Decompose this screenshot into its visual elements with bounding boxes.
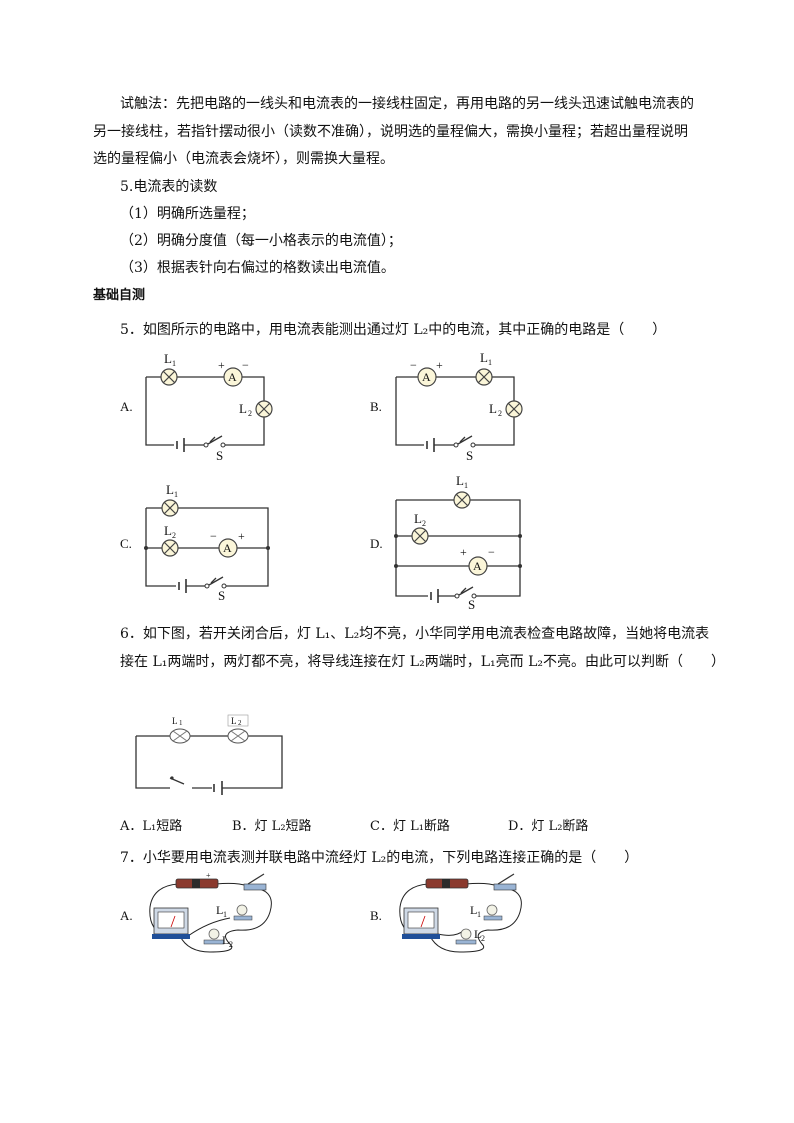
svg-text:L: L bbox=[470, 903, 477, 917]
svg-text:L: L bbox=[231, 716, 237, 726]
svg-text:S: S bbox=[216, 448, 223, 463]
svg-text:−: − bbox=[210, 529, 217, 543]
svg-text:+: + bbox=[436, 358, 443, 372]
svg-text:+: + bbox=[460, 545, 467, 559]
option-d-label: D. bbox=[370, 536, 383, 551]
text-trial-touch-line1: 试触法：先把电路的一线头和电流表的一接线柱固定，再用电路的另一线头迅速试触电流表… bbox=[120, 96, 694, 112]
section-title: 基础自测 bbox=[93, 288, 146, 303]
svg-text:1: 1 bbox=[179, 719, 183, 727]
heading-ammeter-reading: 5.电流表的读数 bbox=[120, 179, 218, 195]
svg-text:−: − bbox=[488, 545, 495, 559]
svg-text:1: 1 bbox=[223, 910, 227, 919]
svg-text:−: − bbox=[242, 358, 249, 372]
question-6-line1: 6．如下图，若开关闭合后，灯 L₁、L₂均不亮，小华同学用电流表检查电路故障，当… bbox=[120, 626, 710, 642]
step-3: （3）根据表针向右偏过的格数读出电流值。 bbox=[120, 260, 395, 276]
option-c-label: C. bbox=[120, 536, 132, 551]
svg-text:1: 1 bbox=[464, 481, 468, 490]
svg-text:L: L bbox=[239, 401, 247, 416]
svg-text:L: L bbox=[456, 473, 464, 488]
option-a-label: A. bbox=[120, 399, 133, 414]
svg-text:2: 2 bbox=[238, 719, 242, 727]
q6-option-a[interactable]: A．L₁短路 bbox=[120, 819, 183, 834]
svg-text:2: 2 bbox=[422, 519, 426, 528]
svg-text:A: A bbox=[223, 541, 232, 555]
question-7: 7．小华要用电流表测并联电路中流经灯 L₂的电流，下列电路连接正确的是（ ） bbox=[120, 850, 639, 866]
svg-text:A: A bbox=[422, 370, 431, 384]
svg-text:2: 2 bbox=[172, 531, 176, 540]
step-1: （1）明确所选量程； bbox=[120, 206, 255, 222]
svg-text:+: + bbox=[218, 358, 225, 372]
svg-text:+: + bbox=[238, 529, 245, 543]
svg-text:L: L bbox=[480, 350, 488, 365]
svg-text:2: 2 bbox=[248, 409, 252, 418]
svg-text:L: L bbox=[164, 351, 172, 366]
svg-text:+: + bbox=[206, 871, 211, 880]
svg-text:2: 2 bbox=[498, 409, 502, 418]
step-2: （2）明确分度值（每一小格表示的电流值）； bbox=[120, 233, 402, 249]
svg-text:1: 1 bbox=[488, 358, 492, 367]
question-5: 5．如图所示的电路中，用电流表能测出通过灯 L₂中的电流，其中正确的电路是（ ） bbox=[120, 322, 667, 338]
q7-option-a-label: A. bbox=[120, 908, 133, 923]
svg-text:1: 1 bbox=[172, 359, 176, 368]
svg-text:2: 2 bbox=[229, 940, 233, 949]
question-6-line2: 接在 L₁两端时，两灯都不亮，将导线连接在灯 L₂两端时，L₁亮而 L₂不亮。由… bbox=[120, 654, 725, 670]
svg-text:1: 1 bbox=[174, 490, 178, 499]
svg-text:L: L bbox=[414, 511, 422, 526]
svg-text:L: L bbox=[474, 927, 481, 941]
svg-text:L: L bbox=[164, 523, 172, 538]
svg-text:L: L bbox=[216, 903, 223, 917]
svg-text:1: 1 bbox=[477, 910, 481, 919]
q6-option-d[interactable]: D．灯 L₂断路 bbox=[508, 819, 589, 834]
svg-text:2: 2 bbox=[481, 934, 485, 943]
svg-text:A: A bbox=[228, 370, 237, 384]
svg-text:S: S bbox=[466, 448, 473, 463]
text-trial-touch-line3: 选的量程偏小（电流表会烧坏），则需换大量程。 bbox=[93, 151, 394, 167]
svg-text:S: S bbox=[468, 597, 475, 612]
svg-text:−: − bbox=[410, 358, 417, 372]
q6-option-b[interactable]: B．灯 L₂短路 bbox=[232, 819, 312, 834]
q7-option-b-label: B. bbox=[370, 908, 382, 923]
svg-text:L: L bbox=[489, 401, 497, 416]
svg-text:S: S bbox=[218, 588, 225, 603]
option-b-label: B. bbox=[370, 399, 382, 414]
svg-text:A: A bbox=[473, 559, 482, 573]
q6-option-c[interactable]: C．灯 L₁断路 bbox=[370, 819, 450, 834]
svg-text:L: L bbox=[166, 482, 174, 497]
svg-text:L: L bbox=[172, 716, 178, 726]
svg-text:L: L bbox=[222, 933, 229, 947]
text-trial-touch-line2: 另一接线柱，若指针摆动很小（读数不准确），说明选的量程偏大，需换小量程；若超出量… bbox=[93, 124, 688, 140]
